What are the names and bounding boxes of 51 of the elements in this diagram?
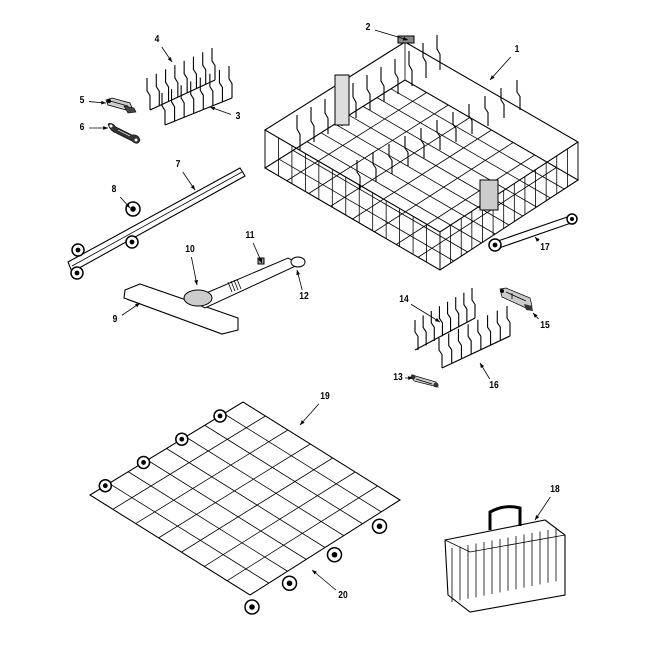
callout-number: 2 [360, 22, 376, 34]
callout-number: 4 [148, 34, 166, 46]
tine-row-drawing [414, 288, 511, 369]
callout-number: 1 [508, 44, 526, 56]
callout-number: 20 [334, 590, 352, 602]
callout-number: 9 [106, 314, 124, 326]
leader-line [161, 46, 172, 62]
leader-line [252, 242, 262, 264]
leader-line [182, 172, 196, 190]
callout-number: 19 [316, 391, 334, 403]
arm-drawing [488, 213, 578, 252]
leader-line [296, 270, 303, 290]
leader-line [490, 56, 512, 80]
leader-line [410, 304, 440, 322]
leader-line [404, 376, 414, 380]
callout-number: 14 [396, 294, 412, 306]
leader-line [88, 126, 108, 130]
clip-drawing [105, 98, 136, 114]
bracket-drawing [108, 123, 140, 144]
callout-number: 15 [536, 320, 554, 332]
callout-number: 13 [390, 372, 406, 384]
leader-line [534, 496, 551, 520]
callout-number: 16 [486, 380, 502, 392]
callout-number: 10 [182, 244, 198, 256]
clip-drawing [500, 288, 533, 311]
leader-line [532, 312, 539, 320]
callout-number: 7 [170, 159, 186, 171]
callout-number: 17 [536, 242, 554, 254]
leader-line [534, 236, 540, 242]
leader-line [210, 106, 232, 115]
callout-number: 8 [106, 184, 122, 196]
lower-rack-drawing [88, 401, 402, 615]
rail-drawing [67, 167, 246, 280]
leader-line [122, 302, 140, 316]
leader-line [88, 100, 106, 105]
leader-line [191, 256, 198, 286]
cutlery-basket-drawing [444, 505, 566, 613]
clip-drawing [410, 374, 439, 388]
callout-number: 12 [296, 291, 312, 303]
leader-line [312, 570, 336, 591]
leader-line [480, 362, 490, 380]
callout-number: 3 [230, 111, 246, 123]
callout-number: 5 [74, 95, 90, 107]
leader-line [120, 196, 130, 208]
leader-line [300, 404, 320, 426]
callout-number: 6 [74, 122, 90, 134]
tine-row-drawing [146, 48, 233, 126]
callout-number: 18 [546, 484, 564, 496]
leader-line [374, 30, 408, 40]
callout-number: 11 [242, 230, 258, 242]
upper-rack-drawing [264, 35, 580, 271]
